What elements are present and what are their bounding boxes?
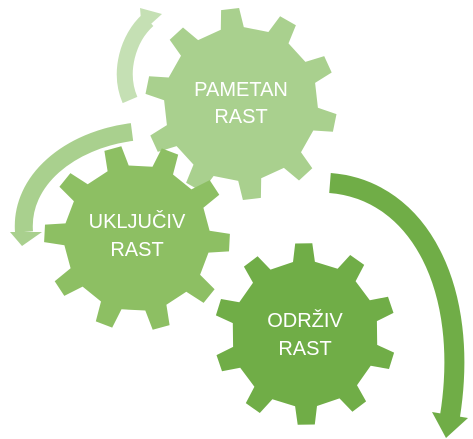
arrowhead-to-pametan	[140, 8, 162, 32]
gear-pametan-label-line1: PAMETAN	[194, 79, 288, 101]
gear-ukljuciv-label-line1: UKLJUČIV	[89, 210, 186, 233]
gear-odrziv-label-line1: ODRŽIV	[267, 309, 343, 332]
arrowhead-to-odrziv	[432, 412, 468, 438]
gear-ukljuciv	[44, 146, 230, 330]
arrow-to-pametan	[116, 14, 154, 104]
arrow-to-odrziv	[328, 173, 465, 418]
gear-ukljuciv-label-line2: RAST	[110, 239, 163, 261]
gear-odrziv	[215, 243, 395, 425]
gear-odrziv-label-line2: RAST	[278, 338, 331, 360]
arrow-to-ukljuciv	[14, 123, 134, 233]
gear-pametan	[145, 8, 337, 200]
arrowhead-to-ukljuciv	[10, 232, 42, 246]
gear-pametan-label-line2: RAST	[214, 106, 267, 128]
